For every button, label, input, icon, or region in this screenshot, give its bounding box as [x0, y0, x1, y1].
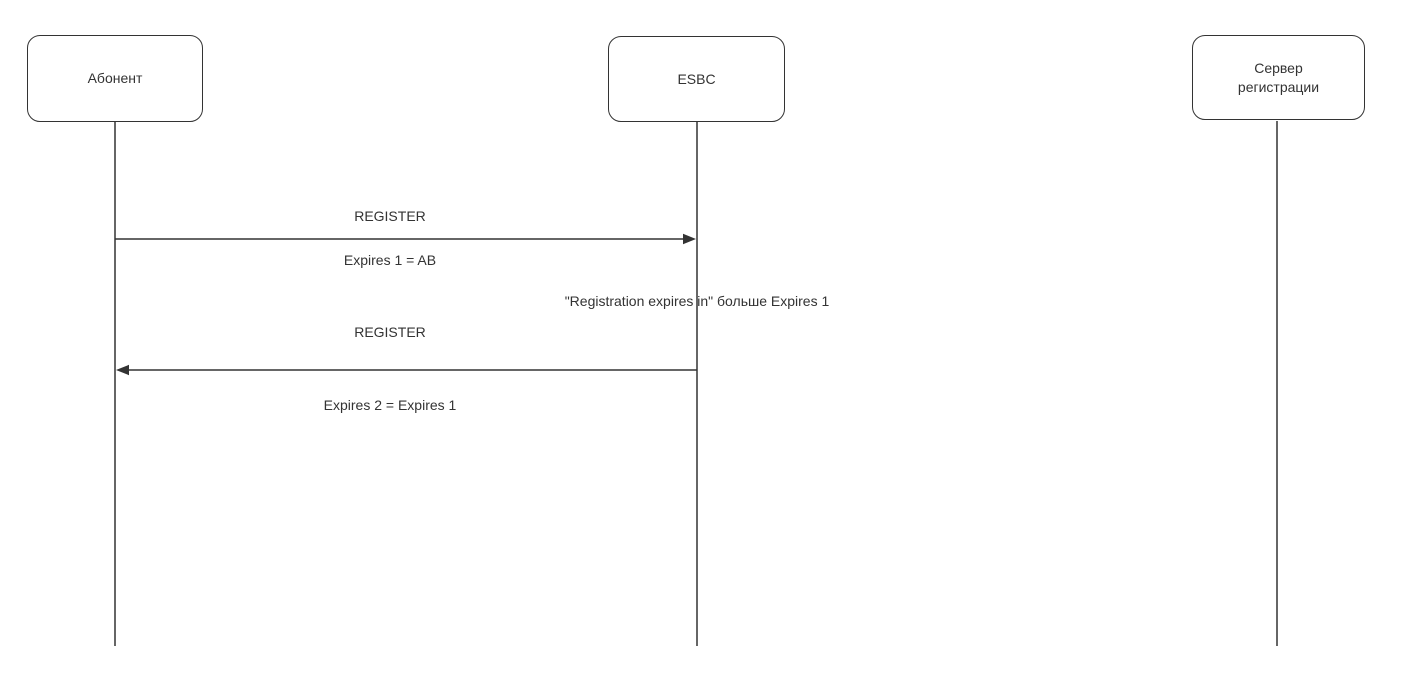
actor-box-esbc: ESBC — [608, 36, 785, 122]
actor-box-subscriber: Абонент — [27, 35, 203, 122]
actor-label-esbc: ESBC — [677, 70, 716, 87]
note-label: "Registration expires in" больше Expires… — [564, 293, 830, 309]
actor-label-subscriber: Абонент — [87, 70, 143, 87]
message2-label: REGISTER — [354, 324, 426, 340]
message-arrow-register-request — [115, 233, 696, 245]
message1-sublabel: Expires 1 = AB — [343, 252, 437, 268]
actor-box-registration-server: Сервер регистрации — [1192, 35, 1365, 120]
actor-label-registration-server: Сервер регистрации — [1237, 60, 1320, 95]
arrowhead-left-icon — [116, 364, 129, 376]
arrowhead-right-icon — [683, 233, 696, 245]
message2-sublabel: Expires 2 = Expires 1 — [323, 397, 457, 413]
message1-label: REGISTER — [354, 208, 426, 224]
message-arrow-register-response — [116, 364, 697, 376]
